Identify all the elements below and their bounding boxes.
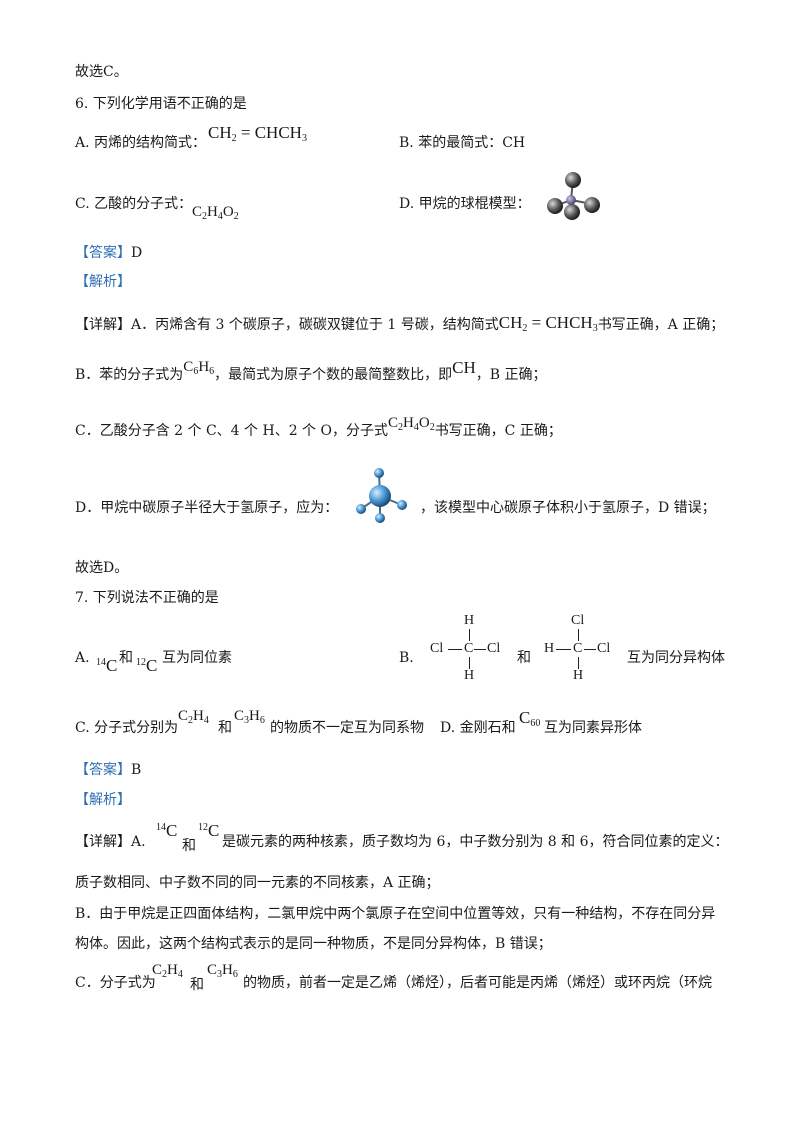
q6-option-a: A. 丙烯的结构简式： — [75, 135, 207, 151]
q6-option-b: B. 苯的最简式：CH — [399, 135, 526, 151]
h-atom — [374, 468, 384, 478]
ans7-c-formula-c3h6: C3H6 — [207, 962, 238, 980]
q7-option-c-start: C. 分子式分别为 — [75, 720, 179, 736]
ans7-c-formula-c2h4: C2H4 — [152, 962, 183, 980]
q7-a-end: 互为同位素 — [162, 650, 232, 666]
q7-c-formula-c2h4: C2H4 — [178, 708, 209, 726]
q6-option-c: C. 乙酸的分子式： — [75, 196, 193, 212]
q6-a-formula: CH2 = CHCH3 — [208, 123, 307, 144]
ans7-b-line2: 构体。因此，这两个结构式表示的是同一种物质，不是同分异构体，B 错误； — [75, 936, 552, 952]
ans7-a-rest: 是碳元素的两种核素，质子数均为 6，中子数分别为 8 和 6，符合同位素的定义： — [222, 834, 729, 850]
ans6-line-c: C．乙酸分子含 2 个 C、4 个 H、2 个 O，分子式C2H4O2书写正确，… — [75, 415, 562, 439]
h-atom — [547, 198, 563, 214]
ans7-c-start: C．分子式为 — [75, 975, 156, 991]
q7-b-and: 和 — [517, 650, 531, 666]
answer-tag: 【答案】 — [75, 245, 131, 261]
ans7-c-and: 和 — [190, 977, 204, 993]
ans7-answer: 【答案】B — [75, 762, 142, 778]
q7-c-end: 的物质不一定互为同系物 — [270, 720, 424, 736]
ans6-line-a: 【详解】A．丙烯含有 3 个碳原子，碳碳双键位于 1 号碳，结构简式CH2 = … — [75, 313, 725, 334]
h-atom — [375, 513, 385, 523]
q6-title: 6. 下列化学用语不正确的是 — [75, 96, 247, 112]
h-atom — [356, 504, 366, 514]
q7-c-formula-c3h6: C3H6 — [234, 708, 265, 726]
q7-a-isotope-14c: 14C — [96, 656, 118, 675]
c-atom — [566, 195, 576, 205]
h-atom — [584, 197, 600, 213]
ans7-detail-a-label: 【详解】A. — [75, 834, 146, 850]
ans7-c-rest: 的物质，前者一定是乙烯（烯烃），后者可能是丙烯（烯烃）或环丙烷（环烷 — [243, 975, 712, 991]
h-atom — [564, 204, 580, 220]
c-atom — [369, 485, 391, 507]
ans6-end: 故选D。 — [75, 560, 129, 576]
q6-option-d: D. 甲烷的球棍模型： — [399, 196, 531, 212]
q7-d-end: 互为同素异形体 — [544, 720, 642, 736]
ans6-answer: 【答案】D — [75, 245, 143, 261]
q7-d-formula-c60: C60 — [519, 708, 541, 729]
h-atom — [565, 172, 581, 188]
ans7-b-line1: B．由于甲烷是正四面体结构，二氯甲烷中两个氯原子在空间中位置等效，只有一种结构，… — [75, 906, 716, 922]
q7-title: 7. 下列说法不正确的是 — [75, 590, 219, 606]
ans7-analysis-tag: 【解析】 — [75, 792, 131, 808]
methane-ball-stick-model-d — [547, 172, 600, 220]
ans7-isotope-12c: 12C — [198, 821, 220, 840]
ans6-analysis-tag: 【解析】 — [75, 274, 131, 290]
q7-a-isotope-12c: 12C — [136, 656, 158, 675]
ans6-line-d-end: ，该模型中心碳原子体积小于氢原子，D 错误； — [420, 500, 716, 516]
dichloromethane-structure-1: H Cl C Cl H — [430, 613, 501, 683]
q7-a-and: 和 — [119, 650, 133, 666]
ans6-line-d-start: D．甲烷中碳原子半径大于氢原子，应为： — [75, 500, 339, 516]
q7-option-d-start: D. 金刚石和 — [440, 720, 516, 736]
q7-c-and: 和 — [218, 720, 232, 736]
ans7-a-and: 和 — [182, 838, 196, 854]
ans6-line-b: B．苯的分子式为C6H6，最简式为原子个数的最简整数比，即CH，B 正确； — [75, 358, 547, 383]
intro-line: 故选C。 — [75, 64, 128, 80]
ans7-isotope-14c: 14C — [156, 821, 178, 840]
ans7-a-line2: 质子数相同、中子数不同的同一元素的不同核素，A 正确； — [75, 875, 440, 891]
h-atom — [397, 500, 407, 510]
q6-c-formula: C2H4O2 — [192, 204, 239, 222]
dichloromethane-structure-2: Cl H C Cl H — [544, 613, 611, 683]
methane-ball-stick-model-correct — [356, 468, 407, 523]
q7-option-a-label: A. — [75, 650, 90, 666]
q7-option-b-label: B. — [399, 650, 414, 666]
answer-tag: 【答案】 — [75, 762, 131, 778]
q7-b-end: 互为同分异构体 — [627, 650, 725, 666]
